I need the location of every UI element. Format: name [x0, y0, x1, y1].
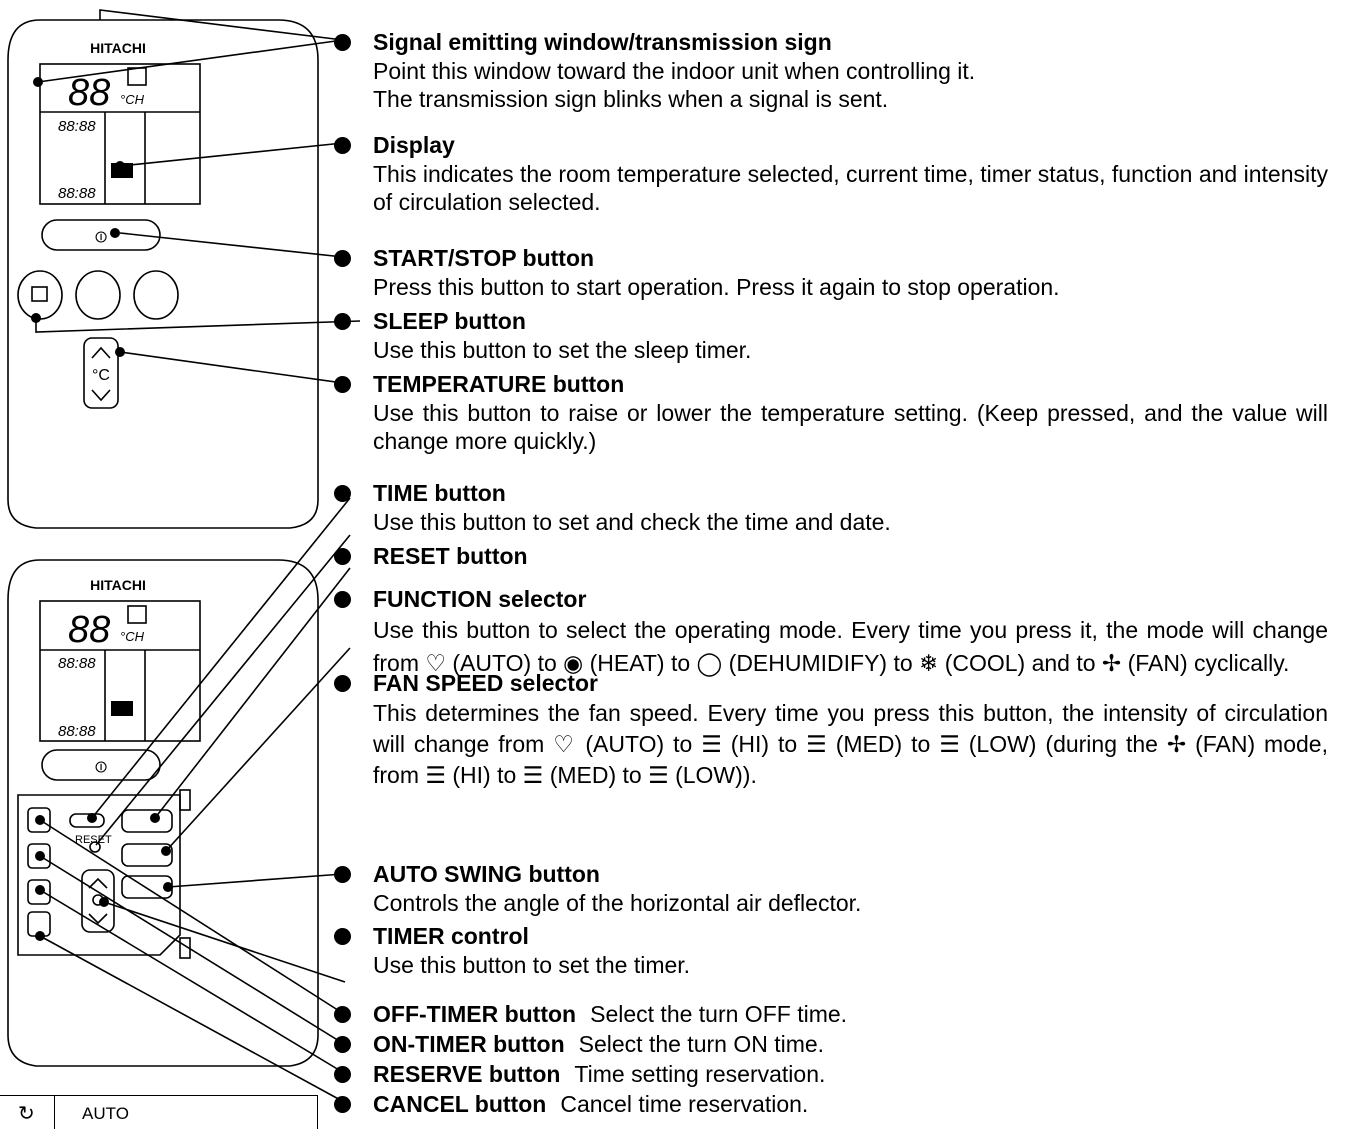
lower-start-stop-button[interactable]: [41, 749, 161, 781]
bullet-icon: [334, 313, 351, 330]
upper-temp-digits: 88: [68, 72, 110, 114]
upper-swing-button[interactable]: [133, 270, 179, 320]
title-auto-swing: AUTO SWING button: [373, 861, 600, 887]
auto-mode-icon: ↻: [18, 1101, 35, 1125]
row-reserve: RESERVE button Time setting reservation.: [373, 1060, 1328, 1089]
desc-auto-swing: Controls the angle of the horizontal air…: [373, 889, 862, 916]
title-display: Display: [373, 132, 455, 158]
lower-lcd: [39, 600, 201, 742]
bullet-icon: [334, 1036, 351, 1053]
upper-sleep-button[interactable]: [17, 270, 63, 320]
bullet-icon: [334, 485, 351, 502]
upper-start-symbol: ⏼: [95, 228, 107, 246]
upper-brand-logo: HITACHI: [90, 40, 146, 56]
title-start-stop: START/STOP button: [373, 245, 595, 271]
lower-temp-unit: °CH: [120, 629, 145, 644]
mode-legend-table: ↻ AUTO: [0, 1095, 318, 1129]
bullet-icon: [334, 137, 351, 154]
desc-cancel: Cancel time reservation.: [560, 1091, 809, 1117]
upper-lcd: [39, 63, 201, 205]
bullet-icon: [334, 866, 351, 883]
upper-temp-unit: °CH: [120, 92, 145, 107]
bullet-icon: [334, 376, 351, 393]
upper-fan-button[interactable]: [75, 270, 121, 320]
row-cancel: CANCEL button Cancel time reservation.: [373, 1090, 1328, 1119]
lower-remote: [7, 559, 319, 1067]
lower-off-timer-button[interactable]: [27, 807, 51, 833]
title-sleep: SLEEP button: [373, 308, 526, 334]
bullet-icon: [334, 34, 351, 51]
title-signal-window: Signal emitting window/transmission sign: [373, 29, 832, 55]
row-off-timer: OFF-TIMER button Select the turn OFF time…: [373, 1000, 1328, 1029]
legend-auto-label: AUTO: [82, 1104, 129, 1123]
lower-fan-speed-button[interactable]: [121, 843, 173, 867]
title-reset: RESET button: [373, 543, 528, 569]
desc-time: Use this button to set and check the tim…: [373, 508, 891, 535]
desc-sleep: Use this button to set the sleep timer.: [373, 336, 752, 363]
bullet-icon: [334, 675, 351, 692]
desc-function: Use this button to select the operating …: [373, 616, 1328, 676]
title-temperature: TEMPERATURE button: [373, 371, 625, 397]
desc-fan-speed: This determines the fan speed. Every tim…: [373, 699, 1328, 788]
lower-reserve-button[interactable]: [27, 879, 51, 905]
lower-on-timer-button[interactable]: [27, 843, 51, 869]
title-reserve: RESERVE button: [373, 1061, 561, 1087]
desc-signal-window-1: Point this window toward the indoor unit…: [373, 57, 976, 84]
title-timer-control: TIMER control: [373, 923, 529, 949]
leader-lines: [37, 9, 351, 1103]
title-time: TIME button: [373, 480, 506, 506]
desc-temperature: Use this button to raise or lower the te…: [373, 399, 1328, 455]
lower-start-symbol: ⏼: [95, 758, 107, 776]
lower-temp-digits: 88: [68, 609, 110, 651]
lower-reset-label: RESET: [75, 834, 112, 846]
lower-brand-logo: HITACHI: [90, 577, 146, 593]
legend-divider: [54, 1096, 55, 1129]
upper-temperature-button[interactable]: [83, 337, 119, 409]
title-off-timer: OFF-TIMER button: [373, 1001, 577, 1027]
title-fan-speed: FAN SPEED selector: [373, 670, 598, 696]
lower-clock-2: 88:88: [58, 723, 96, 740]
title-on-timer: ON-TIMER button: [373, 1031, 565, 1057]
upper-clock-2: 88:88: [58, 185, 96, 202]
title-cancel: CANCEL button: [373, 1091, 547, 1117]
bullet-icon: [334, 548, 351, 565]
desc-start-stop: Press this button to start operation. Pr…: [373, 273, 1060, 300]
lower-clock-1: 88:88: [58, 655, 96, 672]
lower-reset-button[interactable]: [89, 841, 101, 853]
upper-temp-button-label: °C: [92, 367, 110, 384]
desc-off-timer: Select the turn OFF time.: [590, 1001, 848, 1027]
upper-start-stop-button[interactable]: [41, 219, 161, 251]
desc-timer-control: Use this button to set the timer.: [373, 951, 691, 978]
bullet-icon: [334, 928, 351, 945]
bullet-icon: [334, 591, 351, 608]
lower-function-button[interactable]: [121, 809, 173, 833]
bullet-icon: [334, 1006, 351, 1023]
row-on-timer: ON-TIMER button Select the turn ON time.: [373, 1030, 1328, 1059]
title-function: FUNCTION selector: [373, 586, 587, 612]
desc-reserve: Time setting reservation.: [574, 1061, 826, 1087]
bullet-icon: [334, 1096, 351, 1113]
bullet-icon: [334, 250, 351, 267]
remote-details: [31, 77, 173, 941]
desc-on-timer: Select the turn ON time.: [578, 1031, 825, 1057]
desc-signal-window-2: The transmission sign blinks when a sign…: [373, 86, 889, 112]
desc-display: This indicates the room temperature sele…: [373, 160, 1328, 216]
upper-clock-1: 88:88: [58, 118, 96, 135]
lower-time-button[interactable]: [69, 813, 105, 828]
bullet-icon: [334, 1066, 351, 1083]
upper-remote: [7, 19, 361, 529]
